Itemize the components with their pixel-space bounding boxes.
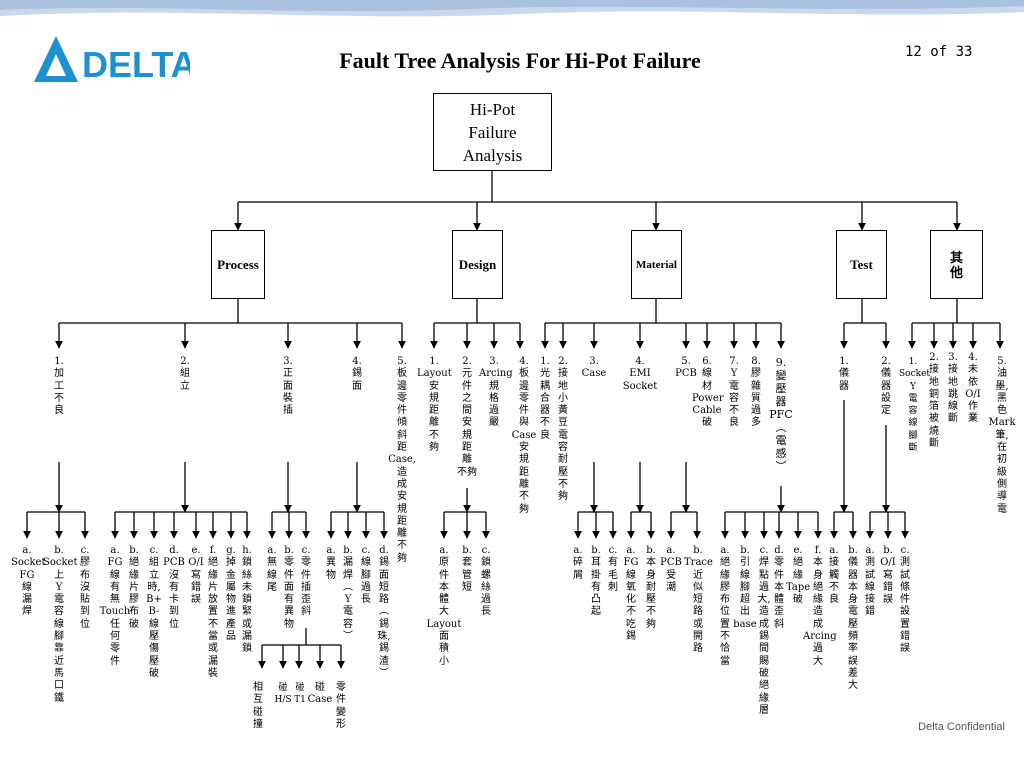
material-9-sub-c: c. 焊 點 過 大, 造 成 錫 間 賜 破 絕 緣 層 [757,545,771,716]
process-cause-4: 4. 錫 面 [352,356,362,392]
page-title: Fault Tree Analysis For Hi-Pot Failure [339,48,701,73]
process-1-sub-c: c. 膠 布 沒 貼 到 位 [80,545,90,630]
process-2-sub-h: h. 鎖 絲 未 鎖 緊 或 漏 鎖 [242,545,252,655]
design-cause-4: 4. 板 邊 零 件 與 Case 安 規 距 離 不 夠 [511,356,537,515]
test-cause-1: 1. 儀 器 [839,356,849,392]
material-cause-4: 4. EMI Socket [622,356,658,392]
process-cause-3: 3. 正 面 裝 插 [283,356,293,417]
process-3c-leaf-hs: 碰 H/S [274,683,292,706]
confidential-footer: Delta Confidential [918,721,1005,733]
process-2-sub-b: b. 絕 緣 片 膠 布 破 [129,545,139,630]
test-1-sub-a: a. 接 觸 不 良 [829,545,839,606]
other-cause-3: 3. 接 地 跳 線 斷 [948,352,958,425]
material-3-sub-c: c. 有 毛 刺 [608,545,618,593]
category-material: Material [631,230,682,299]
process-4-sub-b: b. 漏 焊 ︵ Y 電 容 ︶ [343,545,353,643]
material-4-sub-a: a. FG 線 氧 化 不 吃 錫 [623,545,639,643]
material-cause-1: 1. 光 耦 合 器 不 良 [540,356,550,441]
process-cause-2: 2. 組 立 [180,356,190,392]
design-1-sub-a: a. 原 件 本 體 大 Layout 面 積 小 [426,545,462,667]
process-2-sub-g: g. 掉 金 屬 物 進 產 品 [226,545,236,643]
page-number: 12 of 33 [905,44,973,60]
design-cause-2: 2. 元 件 之 間 安 規 距 離 不夠 [457,356,477,478]
material-cause-9: 9. 變 壓 器 PFC ︵ 電 感 ︶ [769,356,793,473]
design-cause-1: 1. Layout 安 規 距 離 不 夠 [417,356,452,454]
design-1-sub-c: c. 鎖 螺 絲 過 長 [481,545,491,618]
test-2-sub-b: b. O/I 寫 錯 誤 [880,545,896,606]
material-cause-2: 2. 接 地 小 黃 豆 電 容 耐 壓 不 夠 [558,356,568,503]
process-2-sub-e: e. O/I 寫 錯 誤 [188,545,204,606]
material-cause-3: 3. Case [581,356,607,380]
material-cause-5: 5. PCB [675,356,697,380]
material-9-sub-e: e. 絕 緣 Tape 破 [786,545,811,606]
material-cause-7: 7. Y 電 容 不 良 [729,356,739,429]
root-node: Hi-Pot Failure Analysis [433,93,552,171]
other-cause-5: 5. 油 墨, 黑 色 Mark 筆, 在 初 級 側 導 電 [988,356,1016,515]
process-3-sub-b: b. 零 件 面 有 異 物 [284,545,294,630]
header-wave-banner [0,0,1024,28]
material-3-sub-a: a. 碎 屑 [573,545,583,581]
process-2-sub-c: c. 組 立 時, B+ B- 線 壓 傷 壓 破 [146,545,162,679]
process-cause-1: 1. 加 工 不 良 [54,356,64,417]
material-5-sub-b: b. Trace 近 似 短 路 或 開 路 [684,545,713,655]
process-3c-leaf-case: 碰 Case [307,682,333,706]
test-cause-2: 2. 儀 器 設 定 [881,356,891,417]
process-4-sub-a: a. 異 物 [326,545,336,581]
category-test: Test [836,230,887,299]
material-4-sub-b: b. 本 身 耐 壓 不 夠 [646,545,656,630]
test-2-sub-a: a. 測 試 線 接 錯 [865,545,875,618]
category-other: 其 他 [930,230,983,299]
other-cause-2: 2. 接 地 銅 箔 被 燒 斷 [929,352,939,450]
test-1-sub-b: b. 儀 器 本 身 電 壓 頻 率 誤 差 大 [848,545,858,692]
process-3c-leaf-deform: 零 件 變 形 [336,682,346,730]
material-9-sub-a: a. 絕 緣 膠 布 位 置 不 恰 當 [720,545,730,667]
process-2-sub-a: a. FG 線 有 無 Touch 任 何 零 件 [99,545,131,667]
other-cause-4: 4. 未 依 O/I 作 業 [965,352,981,425]
material-9-sub-b: b. 引 線 腳 超 出 base [733,545,757,630]
material-5-sub-a: a. PCB 受 潮 [660,545,682,593]
process-2-sub-f: f. 絕 緣 片 放 置 不 當 或 漏 裝 [208,545,218,679]
design-1-sub-b: b. 套 管 短 [462,545,472,593]
category-design: Design [452,230,503,299]
process-4-sub-c: c. 線 腳 過 長 [361,545,371,606]
material-cause-8: 8. 膠 雜 質 過 多 [751,356,761,429]
logo-text: DELTA [82,44,190,85]
process-4-sub-d: d. 錫 面 短 路 ︵ 錫 珠, 錫 渣 ︶ [377,545,391,679]
process-2-sub-d: d. PCB 沒 有 卡 到 位 [163,545,185,630]
other-cause-1: 1. Socket Y 電 容 線 腳 斷 [899,357,931,454]
process-3-sub-a: a. 無 線 尾 [267,545,277,593]
material-9-sub-d: d. 零 件 本 體 歪 斜 [774,545,784,630]
test-2-sub-c: c. 測 試 條 件 設 置 錯 誤 [900,545,910,655]
material-cause-6: 6. 線 材 Power Cable 破 [692,356,724,429]
process-1-sub-b: b. Socket 上 Y 電 容 線 腳 靠 近 馬 口 鐵 [43,545,78,704]
material-9-sub-f: f. 本 身 絕 緣 造 成 Arcing 過 大 [803,545,837,667]
design-cause-3: 3. Arcing 規 格 過 嚴 [479,356,513,429]
process-3c-leaf-t1: 碰 T1 [294,683,306,706]
delta-logo: DELTA [30,30,197,88]
process-cause-5: 5. 板 邊 零 件 傾 斜 距 Case, 造 成 安 規 距 離 不 夠 [388,356,416,564]
process-1-sub-a: a. Socket FG 線 漏 焊 [11,545,46,618]
category-process: Process [211,230,265,299]
process-3c-leaf-collide: 相 互 碰 撞 [253,682,263,730]
process-3-sub-c: c. 零 件 插 歪 斜 [301,545,311,618]
material-3-sub-b: b. 耳 掛 有 凸 起 [591,545,601,618]
